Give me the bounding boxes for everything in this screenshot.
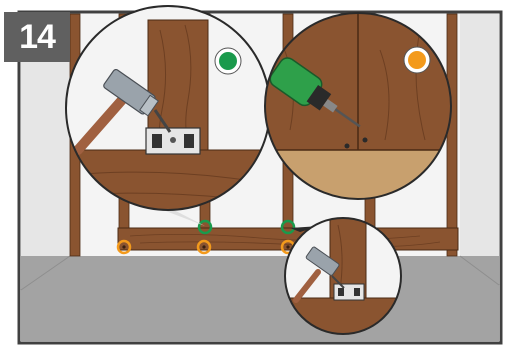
right-wall-return: [460, 14, 499, 256]
floor: [21, 256, 499, 341]
step-number-badge: 14: [4, 12, 70, 62]
green-status-dot: [219, 52, 237, 70]
orange-status-dot: [408, 51, 426, 69]
